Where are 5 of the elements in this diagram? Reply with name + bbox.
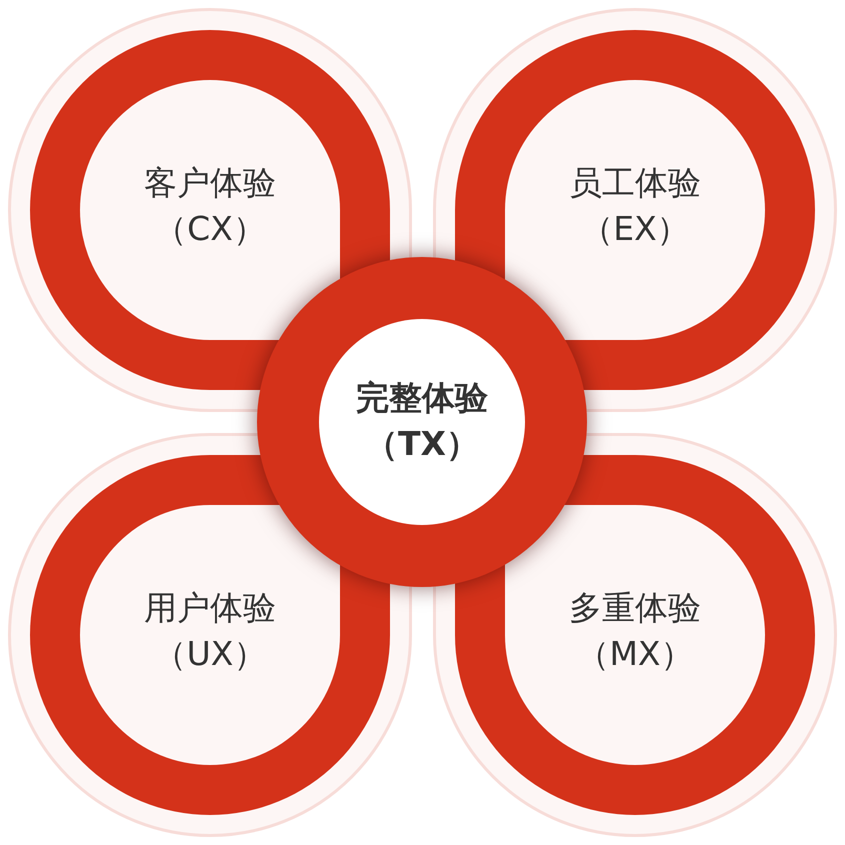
petal-label: 客户体验（CX） bbox=[143, 162, 277, 250]
petal-label: 用户体验（UX） bbox=[143, 587, 277, 675]
petal-label: 员工体验（EX） bbox=[568, 162, 702, 250]
petal-label: 多重体验（MX） bbox=[568, 587, 702, 675]
center-label: 完整体验（TX） bbox=[355, 377, 489, 465]
